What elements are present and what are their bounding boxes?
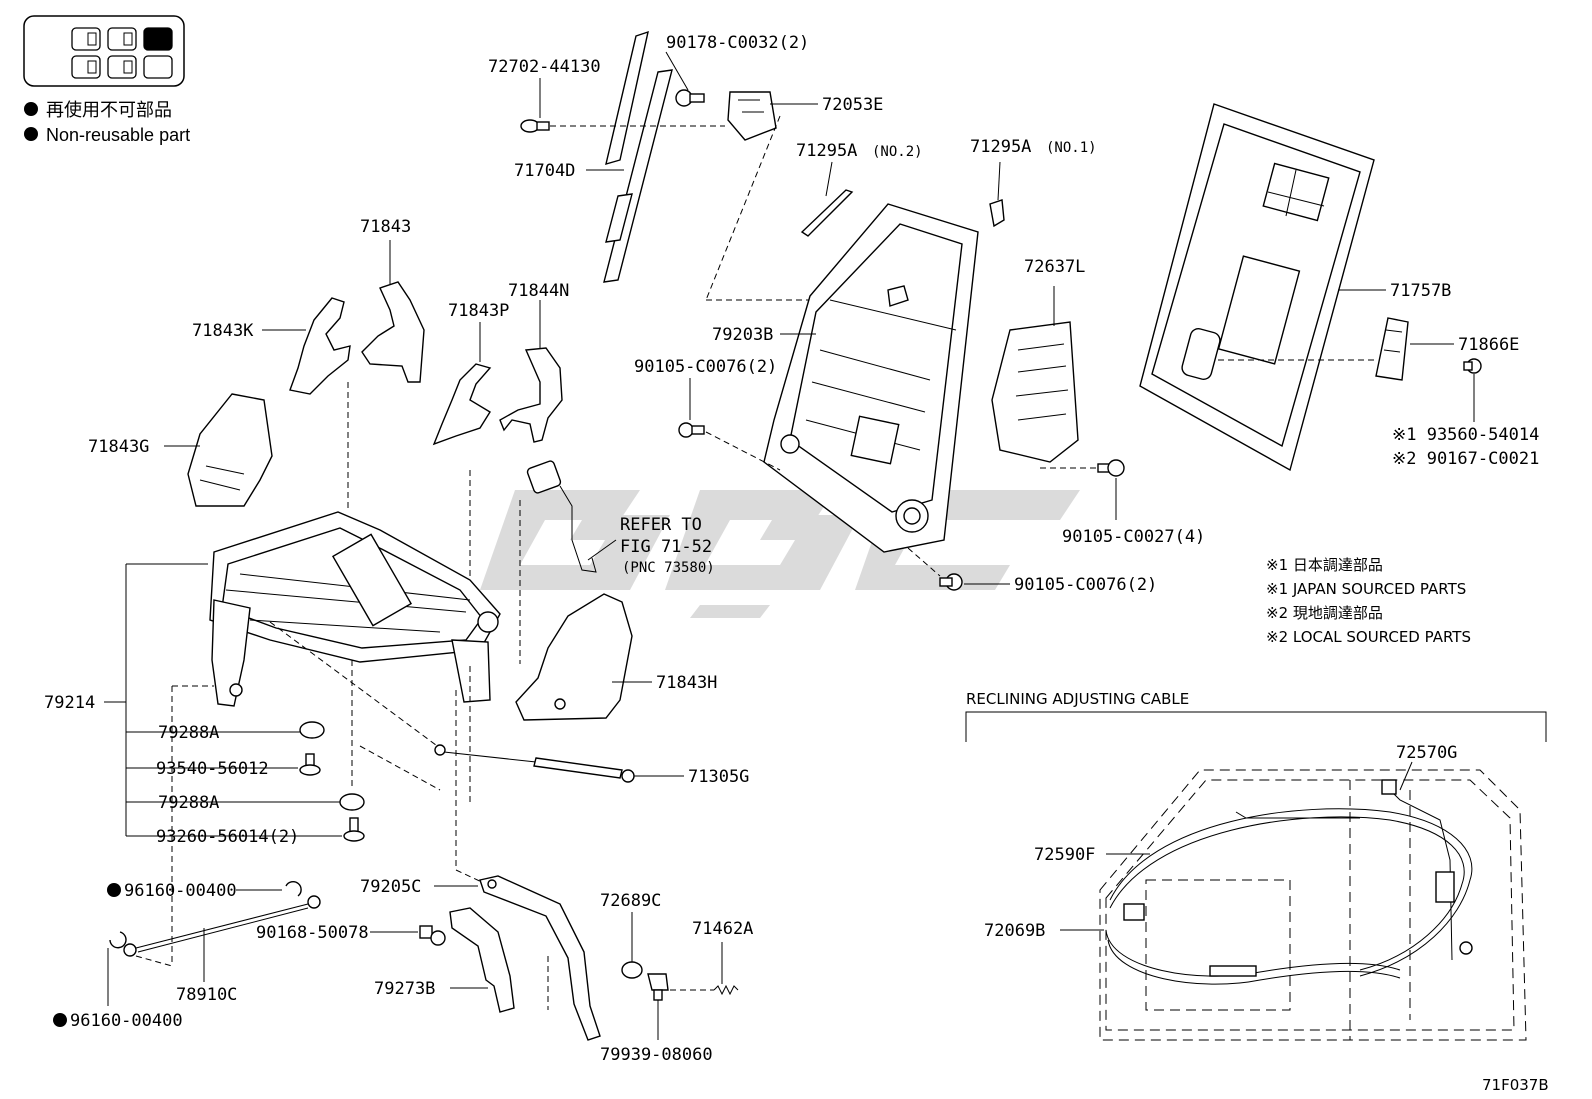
inset-bracket: [965, 711, 1547, 742]
bracket-72053e: [727, 91, 777, 141]
part-note: (NO.2): [872, 144, 923, 160]
bolt-icon: [520, 119, 550, 133]
clip-bullet-icon: [53, 1013, 67, 1027]
note-text: ※2 LOCAL SOURCED PARTS: [1266, 628, 1471, 646]
guard-79273b: [449, 907, 515, 1013]
part-label: 71843H: [656, 673, 717, 693]
part-label: 78910C: [176, 985, 237, 1005]
seat-position-icon: [23, 15, 185, 87]
cover-71843k: [289, 297, 351, 395]
cover-71844n: [499, 347, 563, 443]
grommet-79288a: [299, 721, 325, 739]
part-label: 71757B: [1390, 281, 1451, 301]
bolt-icon: [343, 817, 365, 842]
screw-icon: [1463, 358, 1482, 374]
part-label: 79288A: [158, 793, 219, 813]
part-label: 71704D: [514, 161, 575, 181]
bullet-icon: [24, 127, 38, 141]
watermark-logo: [480, 490, 1080, 618]
refer-label: FIG 71-52: [620, 537, 712, 557]
bolt-icon: [1097, 459, 1125, 477]
bolt-icon: [299, 753, 321, 776]
gas-strut-71305g: [434, 744, 635, 783]
part-label: ※2 90167-C0021: [1392, 449, 1539, 469]
clip-71295a-no2: [800, 189, 854, 237]
refer-label: (PNC 73580): [622, 560, 715, 576]
part-label: 71295A: [796, 141, 857, 161]
cover-71843: [361, 281, 425, 383]
seatback-board-71757b: [1139, 103, 1375, 472]
washer-72689c: [621, 961, 643, 979]
spring-71462a: [713, 984, 739, 996]
part-label: 71843P: [448, 301, 509, 321]
clip-bullet-icon: [107, 883, 121, 897]
part-label: 71844N: [508, 281, 569, 301]
lumbar-support-72637l: [991, 321, 1079, 463]
bolt-icon: [678, 422, 705, 438]
part-label: 79288A: [158, 723, 219, 743]
handle-cover-71866e: [1375, 317, 1409, 381]
cover-71843p: [432, 363, 492, 446]
seat-cushion-frame-79214: [209, 511, 501, 707]
part-label: 93260-56014(2): [156, 827, 299, 847]
part-label: 72069B: [984, 921, 1045, 941]
bolt-icon: [939, 573, 963, 591]
refer-label: REFER TO: [620, 515, 702, 535]
part-label: 79939-08060: [600, 1045, 713, 1065]
grommet-79288a: [339, 793, 365, 811]
clip-71295a-no1: [989, 199, 1005, 228]
part-note: (NO.1): [1046, 140, 1097, 156]
clip-icon: [285, 880, 302, 897]
nut-icon: [675, 89, 705, 107]
bullet-icon: [24, 102, 38, 116]
part-label: 72590F: [1034, 845, 1095, 865]
part-label: 93540-56012: [156, 759, 269, 779]
part-label: ※1 93560-54014: [1392, 425, 1539, 445]
part-label: 72637L: [1024, 257, 1085, 277]
part-label: 90168-50078: [256, 923, 369, 943]
part-label: 72570G: [1396, 743, 1457, 763]
note-text: ※1 JAPAN SOURCED PARTS: [1266, 580, 1466, 598]
part-label: 71843K: [192, 321, 254, 341]
inset-title: RECLINING ADJUSTING CABLE: [966, 690, 1189, 708]
bracket-79205c: [479, 875, 601, 1041]
legend-text-en: Non-reusable part: [46, 125, 190, 145]
bolt-icon: [419, 925, 446, 946]
part-label: 96160-00400: [70, 1011, 183, 1031]
figure-code: 71F037B: [1482, 1076, 1549, 1094]
part-label: 90178-C0032(2): [666, 33, 809, 53]
part-label: 90105-C0027(4): [1062, 527, 1205, 547]
part-label: 79203B: [712, 325, 773, 345]
part-label: 79205C: [360, 877, 421, 897]
cable-78910c: [109, 895, 321, 957]
part-label: 72702-44130: [488, 57, 601, 77]
part-label: 96160-00400: [124, 881, 237, 901]
cover-71843g: [187, 393, 273, 507]
reclining-cable-assembly: [1099, 769, 1527, 1041]
part-label: 90105-C0076(2): [1014, 575, 1157, 595]
legend-text-ja: 再使用不可部品: [46, 100, 172, 120]
cover-71843h: [515, 593, 633, 721]
headrest-support-71704d: [603, 30, 673, 283]
part-label: 71843: [360, 217, 411, 237]
part-label: 72053E: [822, 95, 883, 115]
part-label: 71305G: [688, 767, 749, 787]
note-text: ※2 現地調達部品: [1266, 604, 1383, 622]
part-label: 79273B: [374, 979, 435, 999]
buckle-icon: [526, 460, 597, 573]
seatback-frame-79203b: [763, 203, 979, 553]
part-label: 72689C: [600, 891, 661, 911]
bolt-icon: [647, 973, 669, 1001]
part-label: 71843G: [88, 437, 149, 457]
part-label: 71462A: [692, 919, 753, 939]
part-label: 90105-C0076(2): [634, 357, 777, 377]
part-label: 71866E: [1458, 335, 1519, 355]
note-text: ※1 日本調達部品: [1266, 556, 1383, 574]
part-label: 79214: [44, 693, 95, 713]
part-label: 71295A: [970, 137, 1031, 157]
